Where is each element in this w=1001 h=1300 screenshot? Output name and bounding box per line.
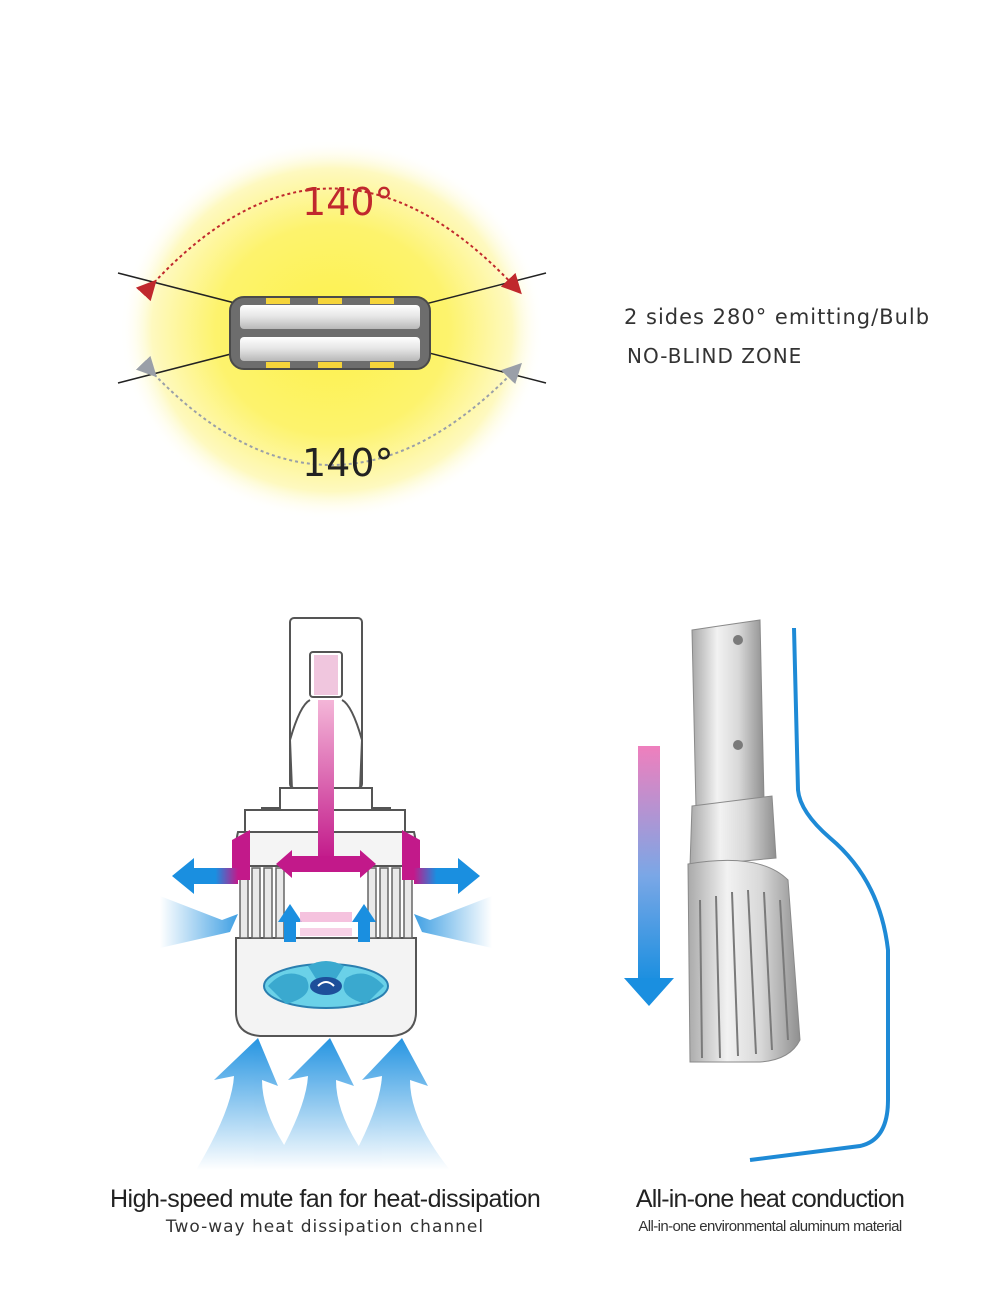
top-angle-label: 140°	[302, 180, 394, 224]
conduction-caption-title: All-in-one heat conduction	[635, 1185, 905, 1213]
conduction-caption-subtitle: All-in-one environmental aluminum materi…	[638, 1218, 902, 1235]
emitting-feature-text: 2 sides 280° emitting/Bulb	[624, 305, 931, 329]
bottom-angle-arc	[135, 355, 522, 466]
heat-flow-arrow-icon	[624, 746, 674, 1006]
fan-caption-subtitle: Two-way heat dissipation channel	[165, 1217, 485, 1237]
top-angle-arc	[135, 187, 522, 302]
led-bulb-icon	[229, 296, 431, 370]
fan-icon	[263, 961, 389, 1009]
airflow-arrow-icon	[172, 858, 480, 894]
airflow-arrow-icon	[160, 896, 492, 948]
bottom-angle-label: 140°	[302, 441, 394, 485]
beam-angle-diagram	[117, 140, 547, 520]
fan-caption-title: High-speed mute fan for heat-dissipation	[110, 1185, 541, 1213]
heat-conduction-contour	[749, 627, 890, 1162]
heat-flow-arrow-icon	[232, 655, 420, 880]
airflow-arrow-icon	[278, 904, 376, 942]
aluminum-heatsink-icon	[687, 619, 801, 1063]
airflow-arrow-icon	[196, 1038, 450, 1170]
no-blind-zone-text: NO-BLIND ZONE	[627, 344, 803, 368]
